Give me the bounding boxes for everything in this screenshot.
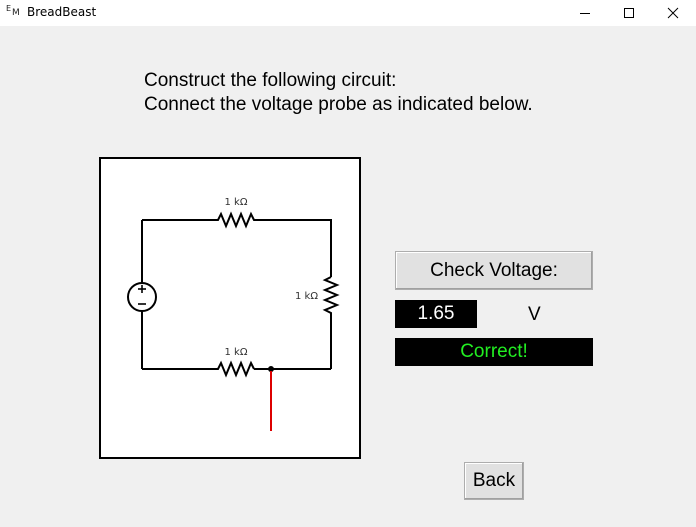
close-icon <box>667 7 679 19</box>
maximize-button[interactable] <box>606 0 652 26</box>
resistor-bottom-label: 1 kΩ <box>225 347 248 358</box>
bottom-wire <box>142 360 331 378</box>
resistor-top-label: 1 kΩ <box>225 197 248 208</box>
probe-node <box>268 366 274 372</box>
minimize-icon <box>580 13 590 14</box>
top-wire <box>142 211 332 277</box>
title-bar: E M BreadBeast <box>0 0 696 26</box>
voltage-unit-label: V <box>528 304 541 325</box>
instruction-line-2: Connect the voltage probe as indicated b… <box>144 94 533 115</box>
close-button[interactable] <box>650 0 696 26</box>
instruction-line-1: Construct the following circuit: <box>144 70 397 91</box>
window-title: BreadBeast <box>27 5 97 19</box>
circuit-schematic: 1 kΩ 1 kΩ 1 kΩ <box>127 197 340 431</box>
voltage-readout: 1.65 <box>395 300 477 328</box>
right-resistor <box>322 276 340 369</box>
maximize-icon <box>624 8 634 18</box>
circuit-diagram: 1 kΩ 1 kΩ 1 kΩ <box>99 157 361 459</box>
back-button[interactable]: Back <box>464 462 524 500</box>
status-message: Correct! <box>395 338 593 366</box>
check-voltage-button[interactable]: Check Voltage: <box>395 251 593 290</box>
app-icon: E M <box>6 4 20 18</box>
dc-voltage-source-icon <box>127 282 157 312</box>
minimize-button[interactable] <box>562 0 608 26</box>
resistor-right-label: 1 kΩ <box>295 291 318 302</box>
